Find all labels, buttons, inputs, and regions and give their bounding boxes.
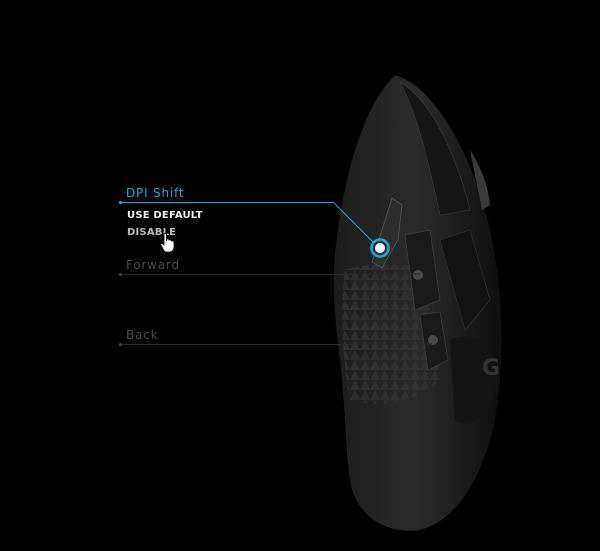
line-dot [119, 201, 122, 204]
hand-pointer-icon [160, 233, 175, 253]
assignment-label[interactable]: Forward [126, 258, 180, 272]
assignment-label[interactable]: Back [126, 328, 159, 342]
button-hotspot-icon[interactable] [370, 238, 390, 258]
assignment-leader-line [121, 344, 351, 345]
svg-text:G: G [482, 356, 500, 381]
assignment-label[interactable]: DPI Shift [126, 186, 185, 200]
menu-item-use-default[interactable]: USE DEFAULT [127, 210, 203, 221]
assignment-leader-line [121, 274, 351, 275]
assignment-leader-line [121, 202, 333, 203]
menu-item-disable[interactable]: DISABLE [127, 227, 177, 238]
line-dot [119, 343, 122, 346]
line-dot [119, 273, 122, 276]
